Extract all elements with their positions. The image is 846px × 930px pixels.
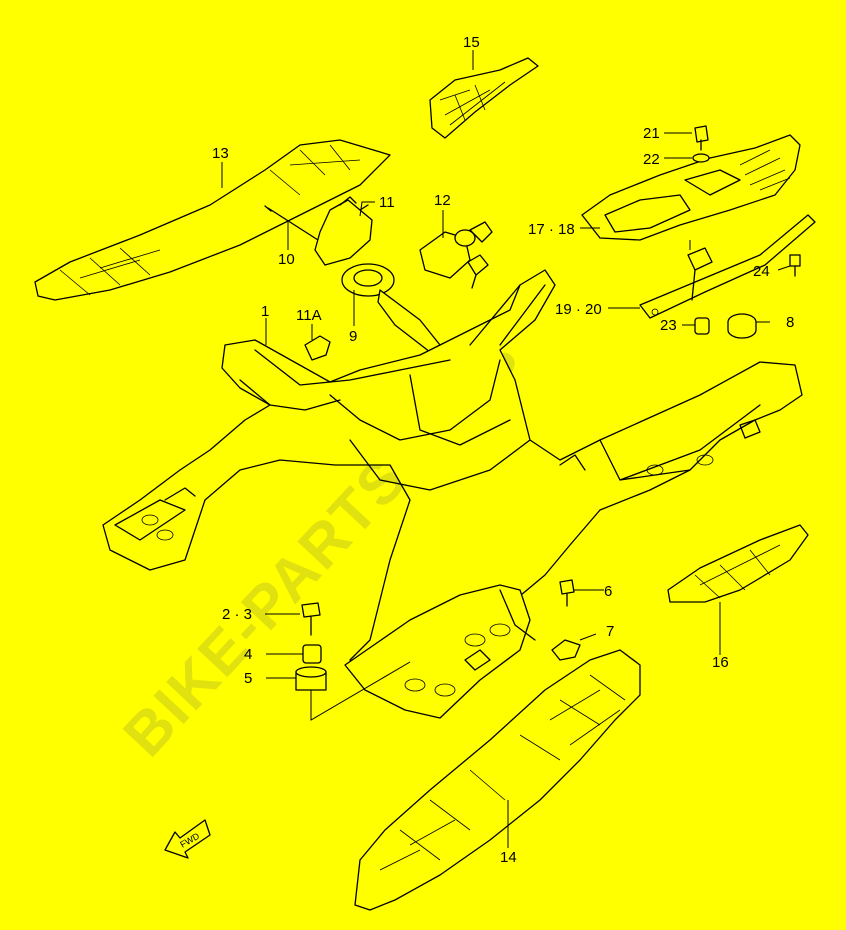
label-23: 23 (660, 317, 677, 334)
part-12-key-lock (419, 221, 493, 289)
label-11: 11 (379, 194, 395, 211)
part-21-bolt (694, 125, 709, 151)
part-6-bolt (559, 579, 575, 607)
part-labels: 15 13 11 12 10 9 11A 1 21 22 17 · 18 19 … (212, 34, 794, 866)
part-14-floor-cover (354, 649, 641, 911)
part-11a-plug (304, 335, 331, 361)
part-22-washer (692, 153, 710, 163)
label-14: 14 (500, 849, 517, 866)
label-15: 15 (463, 34, 480, 51)
part-7-nut (551, 639, 581, 661)
label-13: 13 (212, 145, 229, 162)
lower-bracket-plate (344, 584, 536, 719)
label-22: 22 (643, 151, 660, 168)
part-9-bracket (314, 196, 441, 353)
part-15-cover (429, 57, 539, 139)
label-7: 7 (606, 623, 614, 640)
label-11a: 11A (296, 307, 322, 324)
part-13-side-cover (34, 139, 391, 301)
part-8-grommet (727, 313, 757, 339)
label-24: 24 (753, 263, 770, 280)
label-16: 16 (712, 654, 729, 671)
label-10: 10 (278, 251, 295, 268)
label-5: 5 (244, 670, 252, 687)
fwd-arrow-icon: FWD (164, 819, 211, 859)
part-17-step-cover (581, 134, 801, 241)
label-6: 6 (604, 583, 612, 600)
part-1-frame-cover (102, 269, 803, 676)
part-10-rod (264, 205, 319, 241)
leader-lines (221, 50, 791, 848)
label-1: 1 (261, 303, 269, 320)
label-17-18: 17 · 18 (528, 221, 575, 238)
label-2-3: 2 · 3 (222, 606, 252, 623)
label-8: 8 (786, 314, 794, 331)
label-12: 12 (434, 192, 451, 209)
part-2-3-bolt (301, 602, 321, 636)
part-4-collar (302, 644, 322, 664)
part-5-grommet (295, 666, 327, 691)
label-9: 9 (349, 328, 357, 345)
label-19-20: 19 · 20 (555, 301, 602, 318)
part-24-bolt (789, 254, 801, 277)
part-23-collar (694, 317, 710, 335)
part-19-bar (639, 214, 816, 319)
label-4: 4 (244, 646, 252, 663)
label-21: 21 (643, 125, 660, 142)
part-16-panel (667, 524, 809, 603)
